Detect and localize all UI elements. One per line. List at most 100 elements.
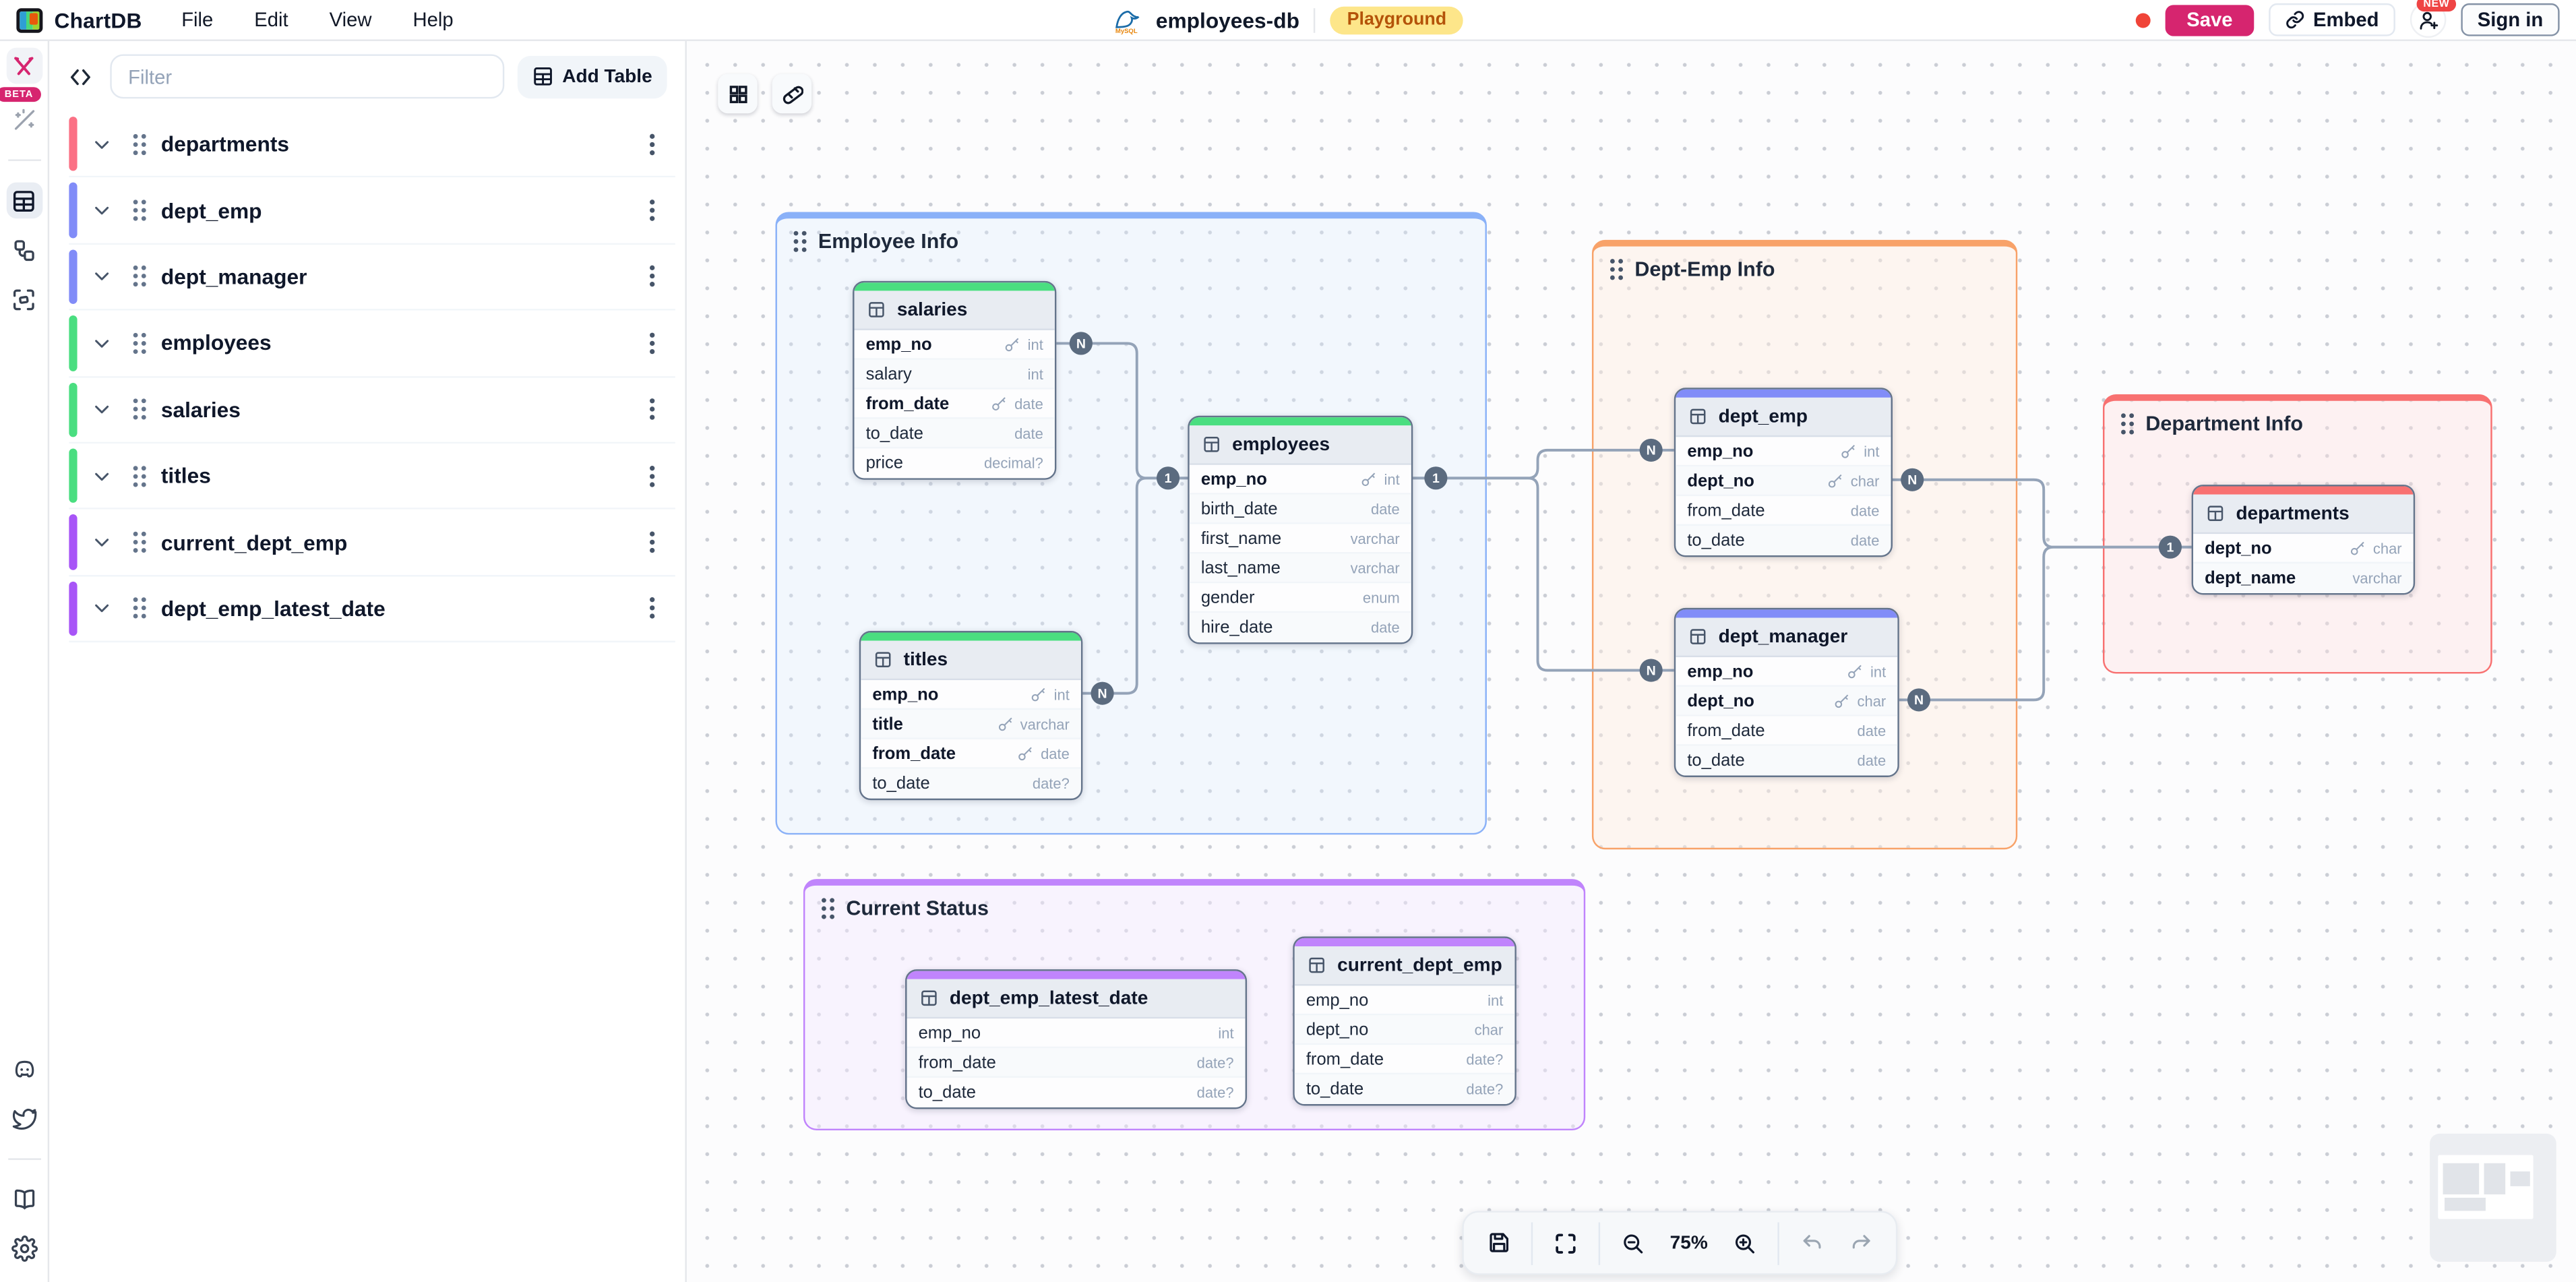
auto-layout-button[interactable] (718, 73, 758, 114)
filter-input[interactable] (110, 54, 505, 99)
table-node-header[interactable]: dept_emp_latest_date (907, 979, 1246, 1019)
edge-dept_manager-departments[interactable] (1899, 545, 2192, 702)
save-button[interactable]: Save (2165, 4, 2255, 36)
app-brand[interactable]: ChartDB (16, 7, 142, 32)
docs-button[interactable] (6, 1182, 42, 1218)
discord-link-button[interactable] (6, 1051, 42, 1088)
chevron-down-icon[interactable] (92, 201, 112, 220)
menu-view[interactable]: View (329, 8, 372, 32)
menu-file[interactable]: File (181, 8, 214, 32)
sidebar-table-row-titles[interactable]: titles (69, 444, 675, 510)
chevron-down-icon[interactable] (92, 267, 112, 286)
menu-help[interactable]: Help (412, 8, 454, 32)
zoom-in-button[interactable] (1720, 1218, 1769, 1267)
sidebar-table-row-dept_emp_latest_date[interactable]: dept_emp_latest_date (69, 576, 675, 643)
sidebar-table-row-dept_emp[interactable]: dept_emp (69, 178, 675, 245)
sidebar-table-row-departments[interactable]: departments (69, 111, 675, 179)
table-menu-button[interactable] (649, 398, 656, 421)
table-menu-button[interactable] (649, 530, 656, 553)
edge-employees-dept_emp[interactable] (1413, 448, 1674, 480)
chevron-down-icon[interactable] (92, 466, 112, 485)
invite-user-button[interactable]: NEW (2410, 0, 2457, 38)
table-menu-button[interactable] (649, 464, 656, 487)
table-menu-button[interactable] (649, 133, 656, 156)
undo-button[interactable] (1787, 1218, 1837, 1267)
settings-button[interactable] (6, 1231, 42, 1267)
add-table-button[interactable]: Add Table (518, 55, 667, 98)
chevron-down-icon[interactable] (92, 400, 112, 419)
sidebar-table-row-salaries[interactable]: salaries (69, 377, 675, 444)
drag-handle-icon[interactable] (131, 530, 148, 553)
dependencies-panel-button[interactable] (6, 281, 42, 317)
area-label[interactable]: Dept-Emp Info (1593, 247, 2015, 281)
drag-handle-icon[interactable] (2119, 413, 2135, 435)
chevron-down-icon[interactable] (92, 134, 112, 154)
drag-handle-icon[interactable] (131, 332, 148, 355)
table-node-header[interactable]: current_dept_emp (1294, 946, 1515, 986)
edge-salaries-employees[interactable] (1056, 342, 1188, 480)
drag-handle-icon[interactable] (820, 897, 836, 920)
drag-handle-icon[interactable] (792, 230, 808, 253)
chevron-down-icon[interactable] (92, 532, 112, 552)
drag-handle-icon[interactable] (131, 199, 148, 222)
table-node-header[interactable]: departments (2193, 494, 2414, 535)
redo-button[interactable] (1837, 1218, 1886, 1267)
drag-handle-icon[interactable] (1608, 258, 1624, 281)
drag-handle-icon[interactable] (131, 464, 148, 487)
chevron-down-icon[interactable] (92, 333, 112, 353)
view-ddl-button[interactable] (64, 60, 97, 93)
area-label[interactable]: Current Status (805, 886, 1583, 920)
minimap[interactable] (2430, 1133, 2556, 1262)
table-menu-button[interactable] (649, 332, 656, 355)
twitter-link-button[interactable] (6, 1101, 42, 1137)
diagram-name[interactable]: employees-db (1155, 8, 1299, 33)
table-node-header[interactable]: salaries (854, 291, 1055, 330)
drag-handle-icon[interactable] (131, 597, 148, 620)
table-menu-button[interactable] (649, 597, 656, 620)
magic-wand-tool-button[interactable] (6, 102, 42, 138)
snap-to-grid-button[interactable] (772, 73, 812, 114)
fit-view-button[interactable] (1541, 1218, 1590, 1267)
edge-titles-employees[interactable] (1082, 477, 1188, 695)
sidebar-table-row-employees[interactable]: employees (69, 311, 675, 377)
drag-handle-icon[interactable] (131, 266, 148, 288)
sign-in-button[interactable]: Sign in (2461, 3, 2560, 36)
area-label[interactable]: Department Info (2104, 401, 2490, 435)
embed-button[interactable]: Embed (2269, 3, 2395, 36)
table-menu-button[interactable] (649, 199, 656, 222)
diagram-editor-tool-button[interactable] (5, 47, 42, 84)
